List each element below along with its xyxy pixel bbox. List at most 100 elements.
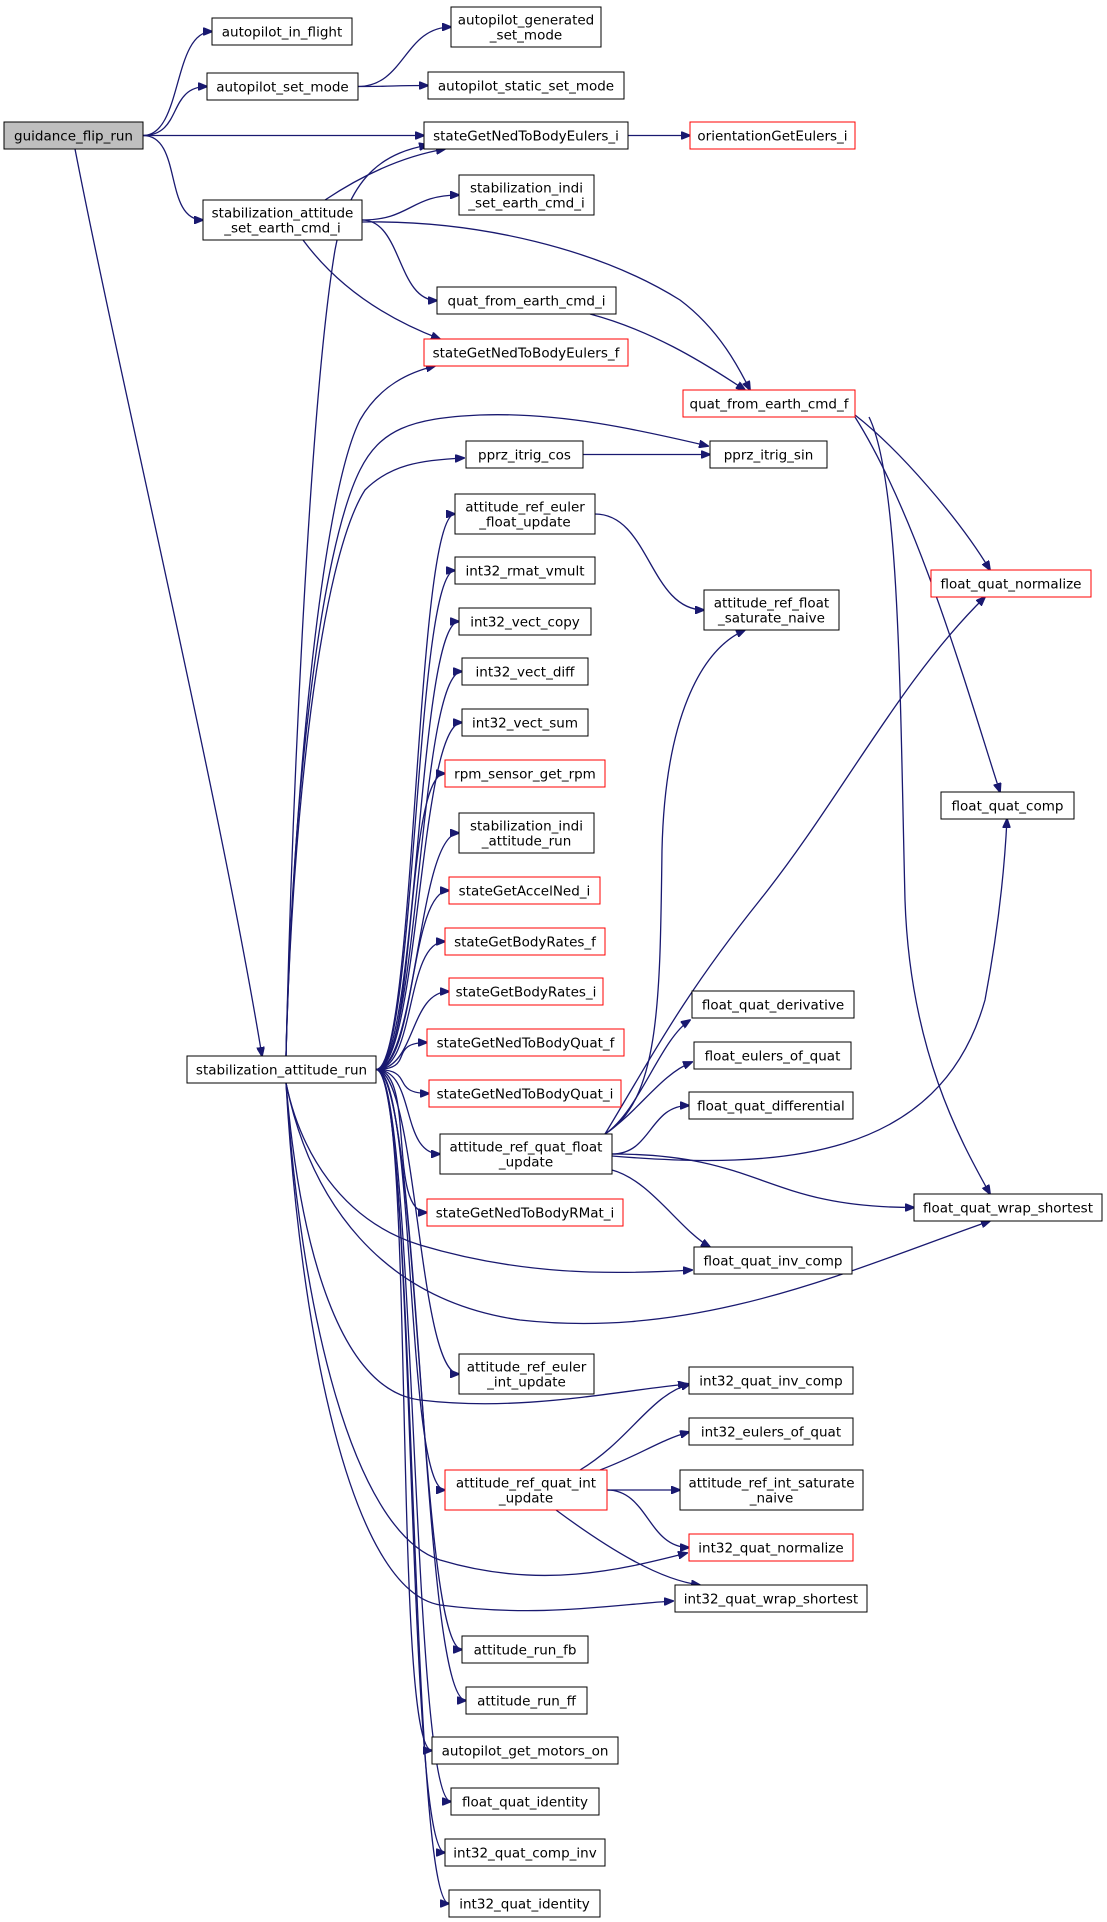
node-attitude_ref_quat_int_update[interactable]: attitude_ref_quat_int_update: [444, 1469, 608, 1511]
node-float_quat_differential[interactable]: float_quat_differential: [688, 1091, 854, 1120]
node-box[interactable]: [458, 812, 595, 854]
node-autopilot_get_motors_on[interactable]: autopilot_get_motors_on: [431, 1736, 619, 1765]
node-int32_rmat_vmult[interactable]: int32_rmat_vmult: [454, 556, 596, 585]
node-int32_vect_diff[interactable]: int32_vect_diff: [461, 657, 589, 686]
node-box[interactable]: [691, 990, 855, 1019]
node-float_quat_derivative[interactable]: float_quat_derivative: [691, 990, 855, 1019]
node-float_quat_comp[interactable]: float_quat_comp: [940, 791, 1075, 820]
node-box[interactable]: [426, 1198, 624, 1227]
node-box[interactable]: [693, 1041, 852, 1070]
node-int32_quat_wrap_shortest[interactable]: int32_quat_wrap_shortest: [674, 1584, 868, 1613]
node-box[interactable]: [688, 1366, 854, 1395]
node-box[interactable]: [426, 1028, 625, 1057]
node-autopilot_set_mode[interactable]: autopilot_set_mode: [206, 72, 359, 101]
node-box[interactable]: [930, 569, 1092, 598]
node-box[interactable]: [688, 1417, 854, 1446]
node-stabilization_attitude_set_earth_cmd_i[interactable]: stabilization_attitude_set_earth_cmd_i: [202, 199, 363, 241]
node-box[interactable]: [682, 389, 856, 418]
node-box[interactable]: [689, 121, 856, 150]
node-attitude_ref_euler_int_update[interactable]: attitude_ref_euler_int_update: [458, 1353, 595, 1395]
node-box[interactable]: [674, 1584, 868, 1613]
node-stateGetBodyRates_i[interactable]: stateGetBodyRates_i: [448, 977, 604, 1006]
node-float_quat_normalize[interactable]: float_quat_normalize: [930, 569, 1092, 598]
node-box[interactable]: [693, 1246, 853, 1275]
node-box[interactable]: [448, 1889, 601, 1918]
node-int32_quat_comp_inv[interactable]: int32_quat_comp_inv: [444, 1838, 606, 1867]
node-float_quat_inv_comp[interactable]: float_quat_inv_comp: [693, 1246, 853, 1275]
node-box[interactable]: [688, 1533, 854, 1562]
node-box[interactable]: [444, 1838, 606, 1867]
node-attitude_run_fb[interactable]: attitude_run_fb: [461, 1635, 589, 1664]
node-box[interactable]: [206, 72, 359, 101]
node-box[interactable]: [444, 1469, 608, 1511]
node-box[interactable]: [423, 121, 629, 150]
node-autopilot_static_set_mode[interactable]: autopilot_static_set_mode: [427, 71, 625, 100]
node-box[interactable]: [458, 1353, 595, 1395]
node-box[interactable]: [461, 657, 589, 686]
node-float_eulers_of_quat[interactable]: float_eulers_of_quat: [693, 1041, 852, 1070]
node-box[interactable]: [688, 1091, 854, 1120]
node-stateGetNedToBodyEulers_i[interactable]: stateGetNedToBodyEulers_i: [423, 121, 629, 150]
node-box[interactable]: [454, 556, 596, 585]
node-box[interactable]: [450, 1787, 600, 1816]
node-box[interactable]: [439, 1133, 613, 1175]
node-int32_quat_normalize[interactable]: int32_quat_normalize: [688, 1533, 854, 1562]
node-rpm_sensor_get_rpm[interactable]: rpm_sensor_get_rpm: [444, 759, 606, 788]
node-box[interactable]: [427, 71, 625, 100]
node-float_quat_identity[interactable]: float_quat_identity: [450, 1787, 600, 1816]
node-box[interactable]: [709, 440, 828, 469]
node-box[interactable]: [703, 589, 840, 631]
node-box[interactable]: [431, 1736, 619, 1765]
node-box[interactable]: [436, 286, 617, 315]
node-attitude_run_ff[interactable]: attitude_run_ff: [465, 1686, 588, 1715]
node-box[interactable]: [428, 1079, 622, 1108]
node-int32_vect_copy[interactable]: int32_vect_copy: [458, 607, 592, 636]
node-pprz_itrig_cos[interactable]: pprz_itrig_cos: [465, 440, 584, 469]
node-attitude_ref_int_saturate_naive[interactable]: attitude_ref_int_saturate_naive: [679, 1469, 864, 1511]
node-box[interactable]: [448, 876, 601, 905]
node-box[interactable]: [679, 1469, 864, 1511]
node-box[interactable]: [211, 17, 353, 46]
node-pprz_itrig_sin[interactable]: pprz_itrig_sin: [709, 440, 828, 469]
node-stabilization_indi_attitude_run[interactable]: stabilization_indi_attitude_run: [458, 812, 595, 854]
node-attitude_ref_euler_float_update[interactable]: attitude_ref_euler_float_update: [454, 493, 596, 535]
node-box[interactable]: [465, 440, 584, 469]
node-orientationGetEulers_i[interactable]: orientationGetEulers_i: [689, 121, 856, 150]
node-stateGetNedToBodyQuat_f[interactable]: stateGetNedToBodyQuat_f: [426, 1028, 625, 1057]
node-autopilot_in_flight[interactable]: autopilot_in_flight: [211, 17, 353, 46]
node-box[interactable]: [458, 607, 592, 636]
node-box[interactable]: [3, 121, 144, 150]
node-box[interactable]: [461, 1635, 589, 1664]
node-stateGetBodyRates_f[interactable]: stateGetBodyRates_f: [444, 927, 606, 956]
node-quat_from_earth_cmd_f[interactable]: quat_from_earth_cmd_f: [682, 389, 856, 418]
node-stabilization_attitude_run[interactable]: stabilization_attitude_run: [186, 1055, 377, 1084]
node-stateGetNedToBodyQuat_i[interactable]: stateGetNedToBodyQuat_i: [428, 1079, 622, 1108]
node-int32_eulers_of_quat[interactable]: int32_eulers_of_quat: [688, 1417, 854, 1446]
node-stateGetAccelNed_i[interactable]: stateGetAccelNed_i: [448, 876, 601, 905]
node-box[interactable]: [444, 759, 606, 788]
node-box[interactable]: [450, 6, 602, 48]
node-attitude_ref_float_saturate_naive[interactable]: attitude_ref_float_saturate_naive: [703, 589, 840, 631]
node-box[interactable]: [454, 493, 596, 535]
node-box[interactable]: [458, 174, 595, 216]
node-stateGetNedToBodyEulers_f[interactable]: stateGetNedToBodyEulers_f: [423, 338, 629, 367]
node-float_quat_wrap_shortest[interactable]: float_quat_wrap_shortest: [913, 1193, 1103, 1222]
node-box[interactable]: [423, 338, 629, 367]
node-box[interactable]: [186, 1055, 377, 1084]
node-box[interactable]: [465, 1686, 588, 1715]
node-quat_from_earth_cmd_i[interactable]: quat_from_earth_cmd_i: [436, 286, 617, 315]
node-stabilization_indi_set_earth_cmd_i[interactable]: stabilization_indi_set_earth_cmd_i: [458, 174, 595, 216]
node-int32_quat_identity[interactable]: int32_quat_identity: [448, 1889, 601, 1918]
node-box[interactable]: [940, 791, 1075, 820]
node-stateGetNedToBodyRMat_i[interactable]: stateGetNedToBodyRMat_i: [426, 1198, 624, 1227]
node-int32_vect_sum[interactable]: int32_vect_sum: [461, 708, 589, 737]
node-box[interactable]: [461, 708, 589, 737]
node-autopilot_generated_set_mode[interactable]: autopilot_generated_set_mode: [450, 6, 602, 48]
node-box[interactable]: [444, 927, 606, 956]
node-int32_quat_inv_comp[interactable]: int32_quat_inv_comp: [688, 1366, 854, 1395]
node-guidance_flip_run[interactable]: guidance_flip_run: [3, 121, 144, 150]
node-box[interactable]: [448, 977, 604, 1006]
node-box[interactable]: [202, 199, 363, 241]
node-box[interactable]: [913, 1193, 1103, 1222]
node-attitude_ref_quat_float_update[interactable]: attitude_ref_quat_float_update: [439, 1133, 613, 1175]
